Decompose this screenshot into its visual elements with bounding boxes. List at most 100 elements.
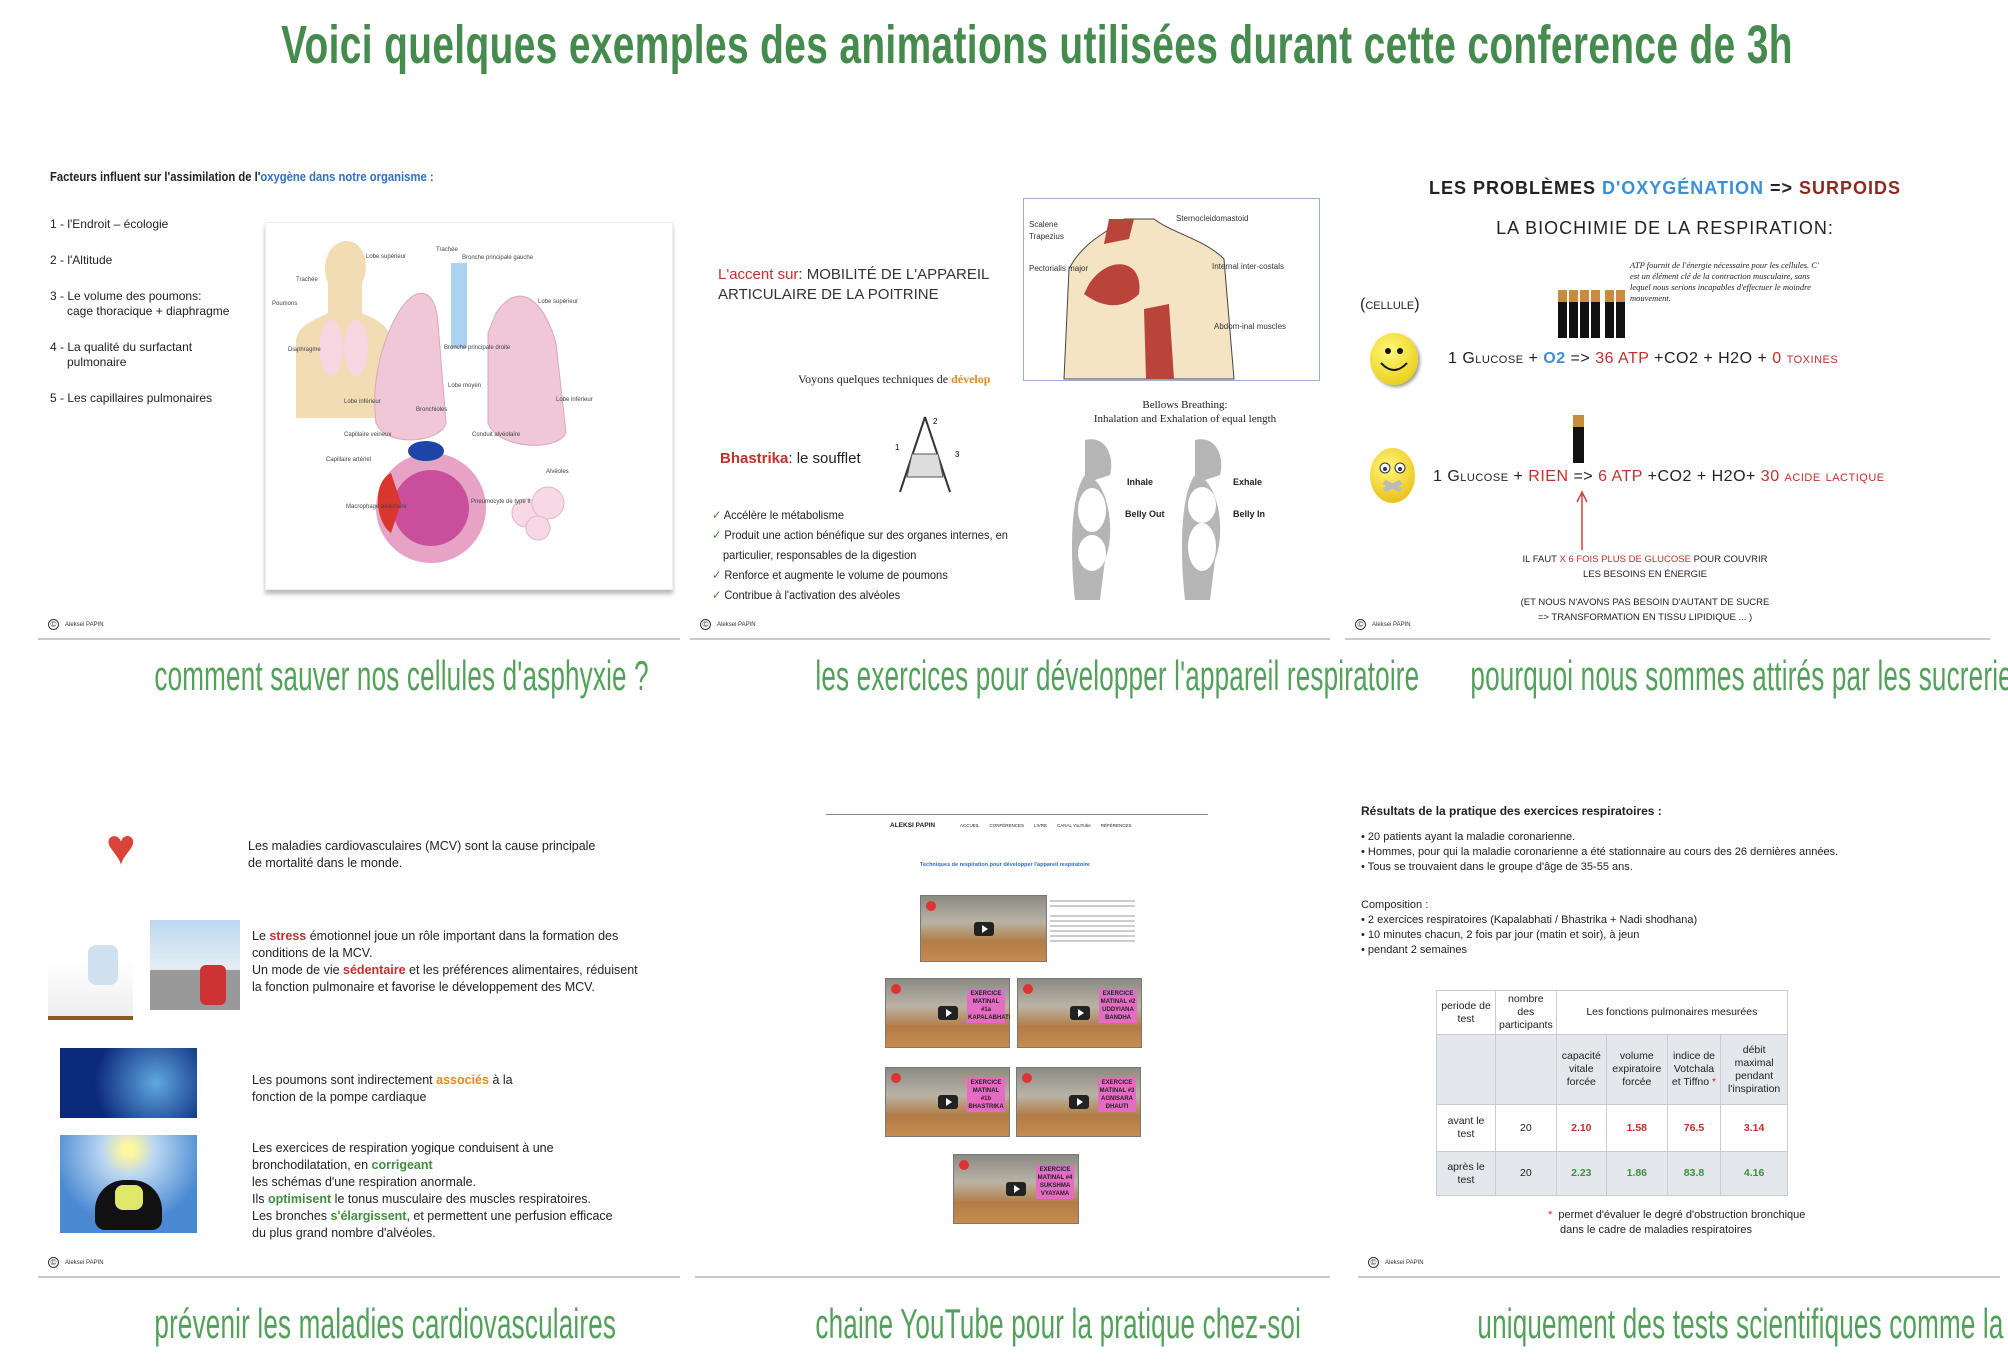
slide-title: Facteurs influent sur l'assimilation de … (50, 170, 434, 184)
nav-item[interactable]: CANAL YouTube (1057, 823, 1091, 828)
lung-anatomy-illustration: Trachée Poumons Diaphragme Lobe supérieu… (265, 222, 673, 590)
diagram-label: Bronche principale droite (444, 345, 511, 351)
youtube-video-thumbnail[interactable]: EXERCICE MATINAL #3 AGNISARA DHAUTI (1016, 1067, 1141, 1137)
patients-list: • 20 patients ayant la maladie coronarie… (1361, 830, 1838, 875)
single-battery-icon (1573, 415, 1584, 463)
table-header: nombre des participants (1495, 990, 1557, 1035)
muscle-label: Sternocleidomastoid (1176, 214, 1248, 223)
benefit-item: ✓ Renforce et augmente le volume de poum… (712, 568, 948, 582)
bullet-item: • 2 exercices respiratoires (Kapalabhati… (1361, 914, 1698, 926)
copyright: ©Aleksei PAPIN (1368, 1257, 1424, 1268)
benefit-item: ✓ Accélère le métabolisme (712, 508, 844, 522)
slide-subtitle: LA BIOCHIMIE DE LA RESPIRATION: (1496, 218, 1834, 238)
belly-in-label: Belly In (1233, 509, 1265, 519)
video-label: EXERCICE MATINAL #3 AGNISARA DHAUTI (1098, 1078, 1136, 1112)
copyright: ©Aleksei PAPIN (700, 619, 756, 630)
table-header: periode de test (1436, 990, 1496, 1035)
muscle-label: Trapezius (1029, 232, 1064, 241)
bullet-item: • 20 patients ayant la maladie coronarie… (1361, 831, 1576, 843)
bellows-number: 2 (933, 417, 938, 426)
site-heading: Techniques de respiration pour développe… (920, 862, 1090, 868)
play-icon[interactable] (937, 1095, 958, 1109)
glucose-note: IL FAUT X 6 FOIS PLUS DE GLUCOSE POUR CO… (1520, 554, 1770, 623)
muscle-label: Internal inter-costals (1212, 262, 1284, 271)
channel-avatar-icon (1023, 984, 1033, 994)
benefit-item: particulier, responsables de la digestio… (723, 548, 917, 562)
copyright-icon: © (1355, 619, 1366, 630)
program-description (1050, 897, 1135, 945)
slide-title: Résultats de la pratique des exercices r… (1361, 804, 1662, 818)
muscle-diagram-icon: Scalene Trapezius Pectorialis major Ster… (1029, 214, 1286, 380)
diagram-label: Bronche principale gauche (462, 255, 534, 261)
techniques-intro: Voyons quelques techniques de dévelop (798, 372, 991, 386)
slide-cardiovascular: ♥ Les maladies cardiovasculaires (MCV) s… (38, 790, 680, 1278)
nav-item[interactable]: RÉFÉRENCES (1100, 823, 1132, 828)
copyright-icon: © (48, 619, 59, 630)
nav-item[interactable]: CONFÉRENCES (989, 823, 1025, 828)
benefits-list: ✓ Accélère le métabolisme ✓ Produit une … (712, 505, 1008, 605)
lungs-xray-illustration (60, 1048, 197, 1118)
equation-aerobic: 1 Glucose + O2 => 36 ATP +CO2 + H2O + 0 … (1448, 350, 1839, 367)
table-subheader: volume expiratoire forcée (1605, 1034, 1668, 1105)
play-icon[interactable] (973, 921, 994, 936)
mcv-text: Les maladies cardiovasculaires (MCV) son… (248, 839, 596, 870)
chest-muscles-illustration: Scalene Trapezius Pectorialis major Ster… (1023, 198, 1320, 381)
diagram-label: Pneumocyte de type II (471, 499, 531, 505)
play-icon[interactable] (1068, 1095, 1089, 1109)
diagram-label: Lobe supérieur (538, 299, 578, 305)
composition-list: Composition : • 2 exercices respiratoire… (1361, 898, 1697, 958)
diagram-label: Lobe inférieur (556, 397, 593, 403)
play-icon[interactable] (1069, 1006, 1090, 1020)
table-header: Les fonctions pulmonaires mesurées (1555, 990, 1789, 1035)
table-subheader: indice de Votchala et Tiffno * (1666, 1034, 1722, 1105)
stress-office-illustration (48, 925, 133, 1020)
muscle-label: Scalene (1029, 220, 1058, 229)
channel-avatar-icon (891, 984, 901, 994)
youtube-video-thumbnail[interactable] (920, 895, 1047, 962)
caption-cardiovascular: prévenir les maladies cardiovasculaires (154, 1300, 617, 1347)
yoga-text: Les exercices de respiration yogique con… (252, 1141, 613, 1240)
bellows-number: 3 (955, 450, 960, 459)
bellows-number: 1 (895, 443, 900, 452)
diagram-label: Lobe moyen (448, 383, 481, 389)
caption-scientific: uniquement des tests scientifiques comme… (1477, 1300, 2008, 1347)
channel-avatar-icon (891, 1073, 901, 1083)
stress-text: Le stress émotionnel joue un rôle import… (252, 929, 638, 994)
youtube-video-thumbnail[interactable]: EXERCICE MATINAL #1b BHASTRIKA (885, 1067, 1010, 1137)
video-label: EXERCICE MATINAL #2 UDDYIANA BANDHA (1099, 989, 1137, 1023)
site-brand[interactable]: ALEKSI PAPIN (890, 822, 936, 829)
caption-youtube: chaine YouTube pour la pratique chez-soi (815, 1300, 1302, 1347)
lung-illustration-icon: Trachée Poumons Diaphragme Lobe supérieu… (272, 241, 593, 563)
youtube-video-thumbnail[interactable]: EXERCICE MATINAL #2 UDDYIANA BANDHA (1017, 978, 1142, 1048)
video-label: EXERCICE MATINAL #1a KAPALABHATI (967, 989, 1011, 1023)
video-label: EXERCICE MATINAL #4 SUKSHMA VYAYAMA (1036, 1165, 1074, 1199)
benefit-item: ✓ Contribue à l'activation des alvéoles (712, 588, 901, 602)
youtube-video-thumbnail[interactable]: EXERCICE MATINAL #4 SUKSHMA VYAYAMA (953, 1154, 1079, 1224)
nav-item[interactable]: LIVRE (1034, 823, 1048, 828)
diagram-label: Lobe inférieur (344, 399, 381, 405)
copyright: ©Aleksei PAPIN (48, 1257, 104, 1268)
slide-scientific-results: Résultats de la pratique des exercices r… (1358, 790, 2000, 1278)
copyright-icon: © (48, 1257, 59, 1268)
youtube-video-thumbnail[interactable]: EXERCICE MATINAL #1a KAPALABHATI (885, 978, 1010, 1048)
diagram-label: Lobe supérieur (366, 254, 406, 260)
bellows-breathing-title: Bellows Breathing:Inhalation and Exhalat… (1093, 399, 1277, 425)
copyright-icon: © (700, 619, 711, 630)
play-icon[interactable] (1006, 1182, 1026, 1196)
bullet-item: • Tous se trouvaient dans le groupe d'âg… (1361, 861, 1633, 873)
slide-oxygen-factors: Facteurs influent sur l'assimilation de … (38, 150, 680, 640)
equation-anaerobic: 1 Glucose + RIEN => 6 ATP +CO2 + H2O+ 30… (1433, 468, 1885, 485)
factor-item: pulmonaire (67, 355, 127, 369)
play-icon[interactable] (937, 1006, 958, 1020)
diagram-label: Conduit alvéolaire (472, 432, 521, 438)
diagram-label: Trachée (296, 277, 318, 283)
exhale-label: Exhale (1233, 477, 1262, 487)
factor-item: 5 - Les capillaires pulmonaires (50, 391, 213, 405)
nav-item[interactable]: ACCUEIL (960, 823, 980, 828)
table-subheader: capacité vitale forcée (1555, 1034, 1607, 1105)
bullet-item: • pendant 2 semaines (1361, 944, 1467, 956)
cellule-label: (cellule) (1360, 296, 1420, 313)
